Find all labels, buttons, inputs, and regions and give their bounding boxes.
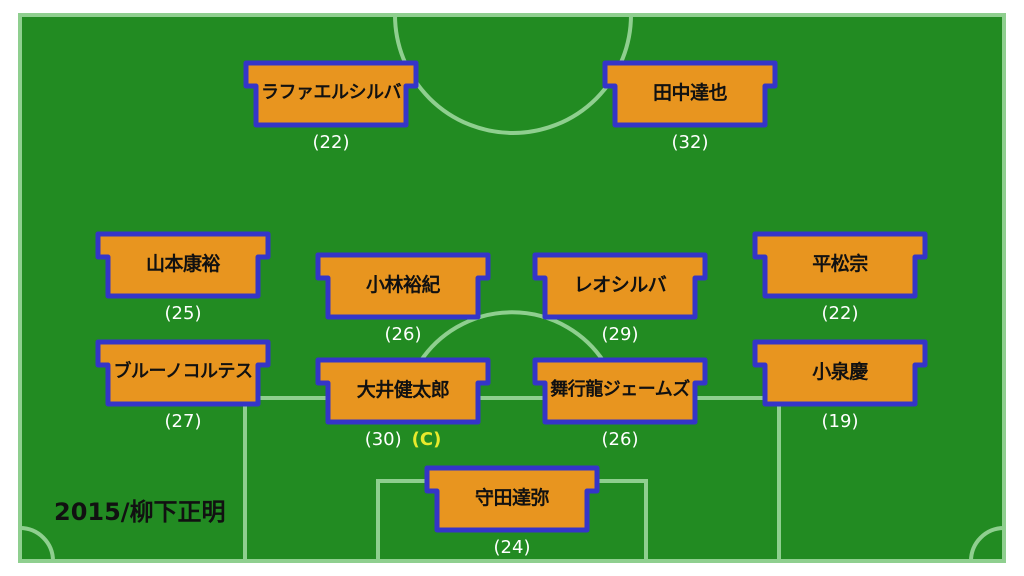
shirt-icon	[532, 252, 708, 320]
player-number: (22)	[312, 132, 350, 153]
shirt-icon	[532, 357, 708, 425]
player-name: ブルーノコルテス	[113, 361, 253, 382]
shirt-icon	[315, 252, 491, 320]
shirt-icon	[95, 339, 271, 407]
player-name: 大井健太郎	[356, 378, 450, 401]
player-card: 大井健太郎 (30) (C)	[315, 357, 491, 450]
player-name: 守田達弥	[474, 486, 550, 509]
player-name: 小林裕紀	[365, 273, 441, 296]
player-card: 小林裕紀 (26)	[315, 252, 491, 345]
player-number: (25)	[164, 303, 202, 324]
player-card: レオシルバ (29)	[532, 252, 708, 345]
shirt-icon	[243, 60, 419, 128]
player-name: 田中達也	[652, 81, 728, 104]
player-card: 舞行龍ジェームズ (26)	[532, 357, 708, 450]
player-number: (22)	[821, 303, 859, 324]
player-number: (29)	[601, 324, 639, 345]
player-card: 小泉慶 (19)	[752, 339, 928, 432]
player-number: (26)	[601, 429, 639, 450]
player-card: 平松宗 (22)	[752, 231, 928, 324]
season-manager-label: 2015/柳下正明	[54, 498, 226, 526]
player-number: (26)	[384, 324, 422, 345]
player-card: ラファエルシルバ (22)	[243, 60, 419, 153]
player-name: 平松宗	[812, 252, 868, 275]
shirt-icon	[602, 60, 778, 128]
player-number: (30)	[364, 429, 402, 450]
player-card: 田中達也 (32)	[602, 60, 778, 153]
player-number: (27)	[164, 411, 202, 432]
player-name: 山本康裕	[145, 252, 221, 275]
captain-mark: (C)	[411, 429, 442, 450]
player-name: ラファエルシルバ	[261, 82, 402, 103]
shirt-icon	[315, 357, 491, 425]
player-number-row: (30) (C)	[315, 429, 491, 450]
player-number: (32)	[671, 132, 709, 153]
shirt-icon	[424, 465, 600, 533]
shirt-icon	[95, 231, 271, 299]
shirt-icon	[752, 231, 928, 299]
player-name: 舞行龍ジェームズ	[550, 379, 690, 400]
player-card: 守田達弥 (24)	[424, 465, 600, 558]
player-name: 小泉慶	[812, 360, 868, 383]
shirt-icon	[752, 339, 928, 407]
player-number: (24)	[493, 537, 531, 558]
player-name: レオシルバ	[573, 273, 667, 296]
player-card: ブルーノコルテス (27)	[95, 339, 271, 432]
player-card: 山本康裕 (25)	[95, 231, 271, 324]
player-number: (19)	[821, 411, 859, 432]
